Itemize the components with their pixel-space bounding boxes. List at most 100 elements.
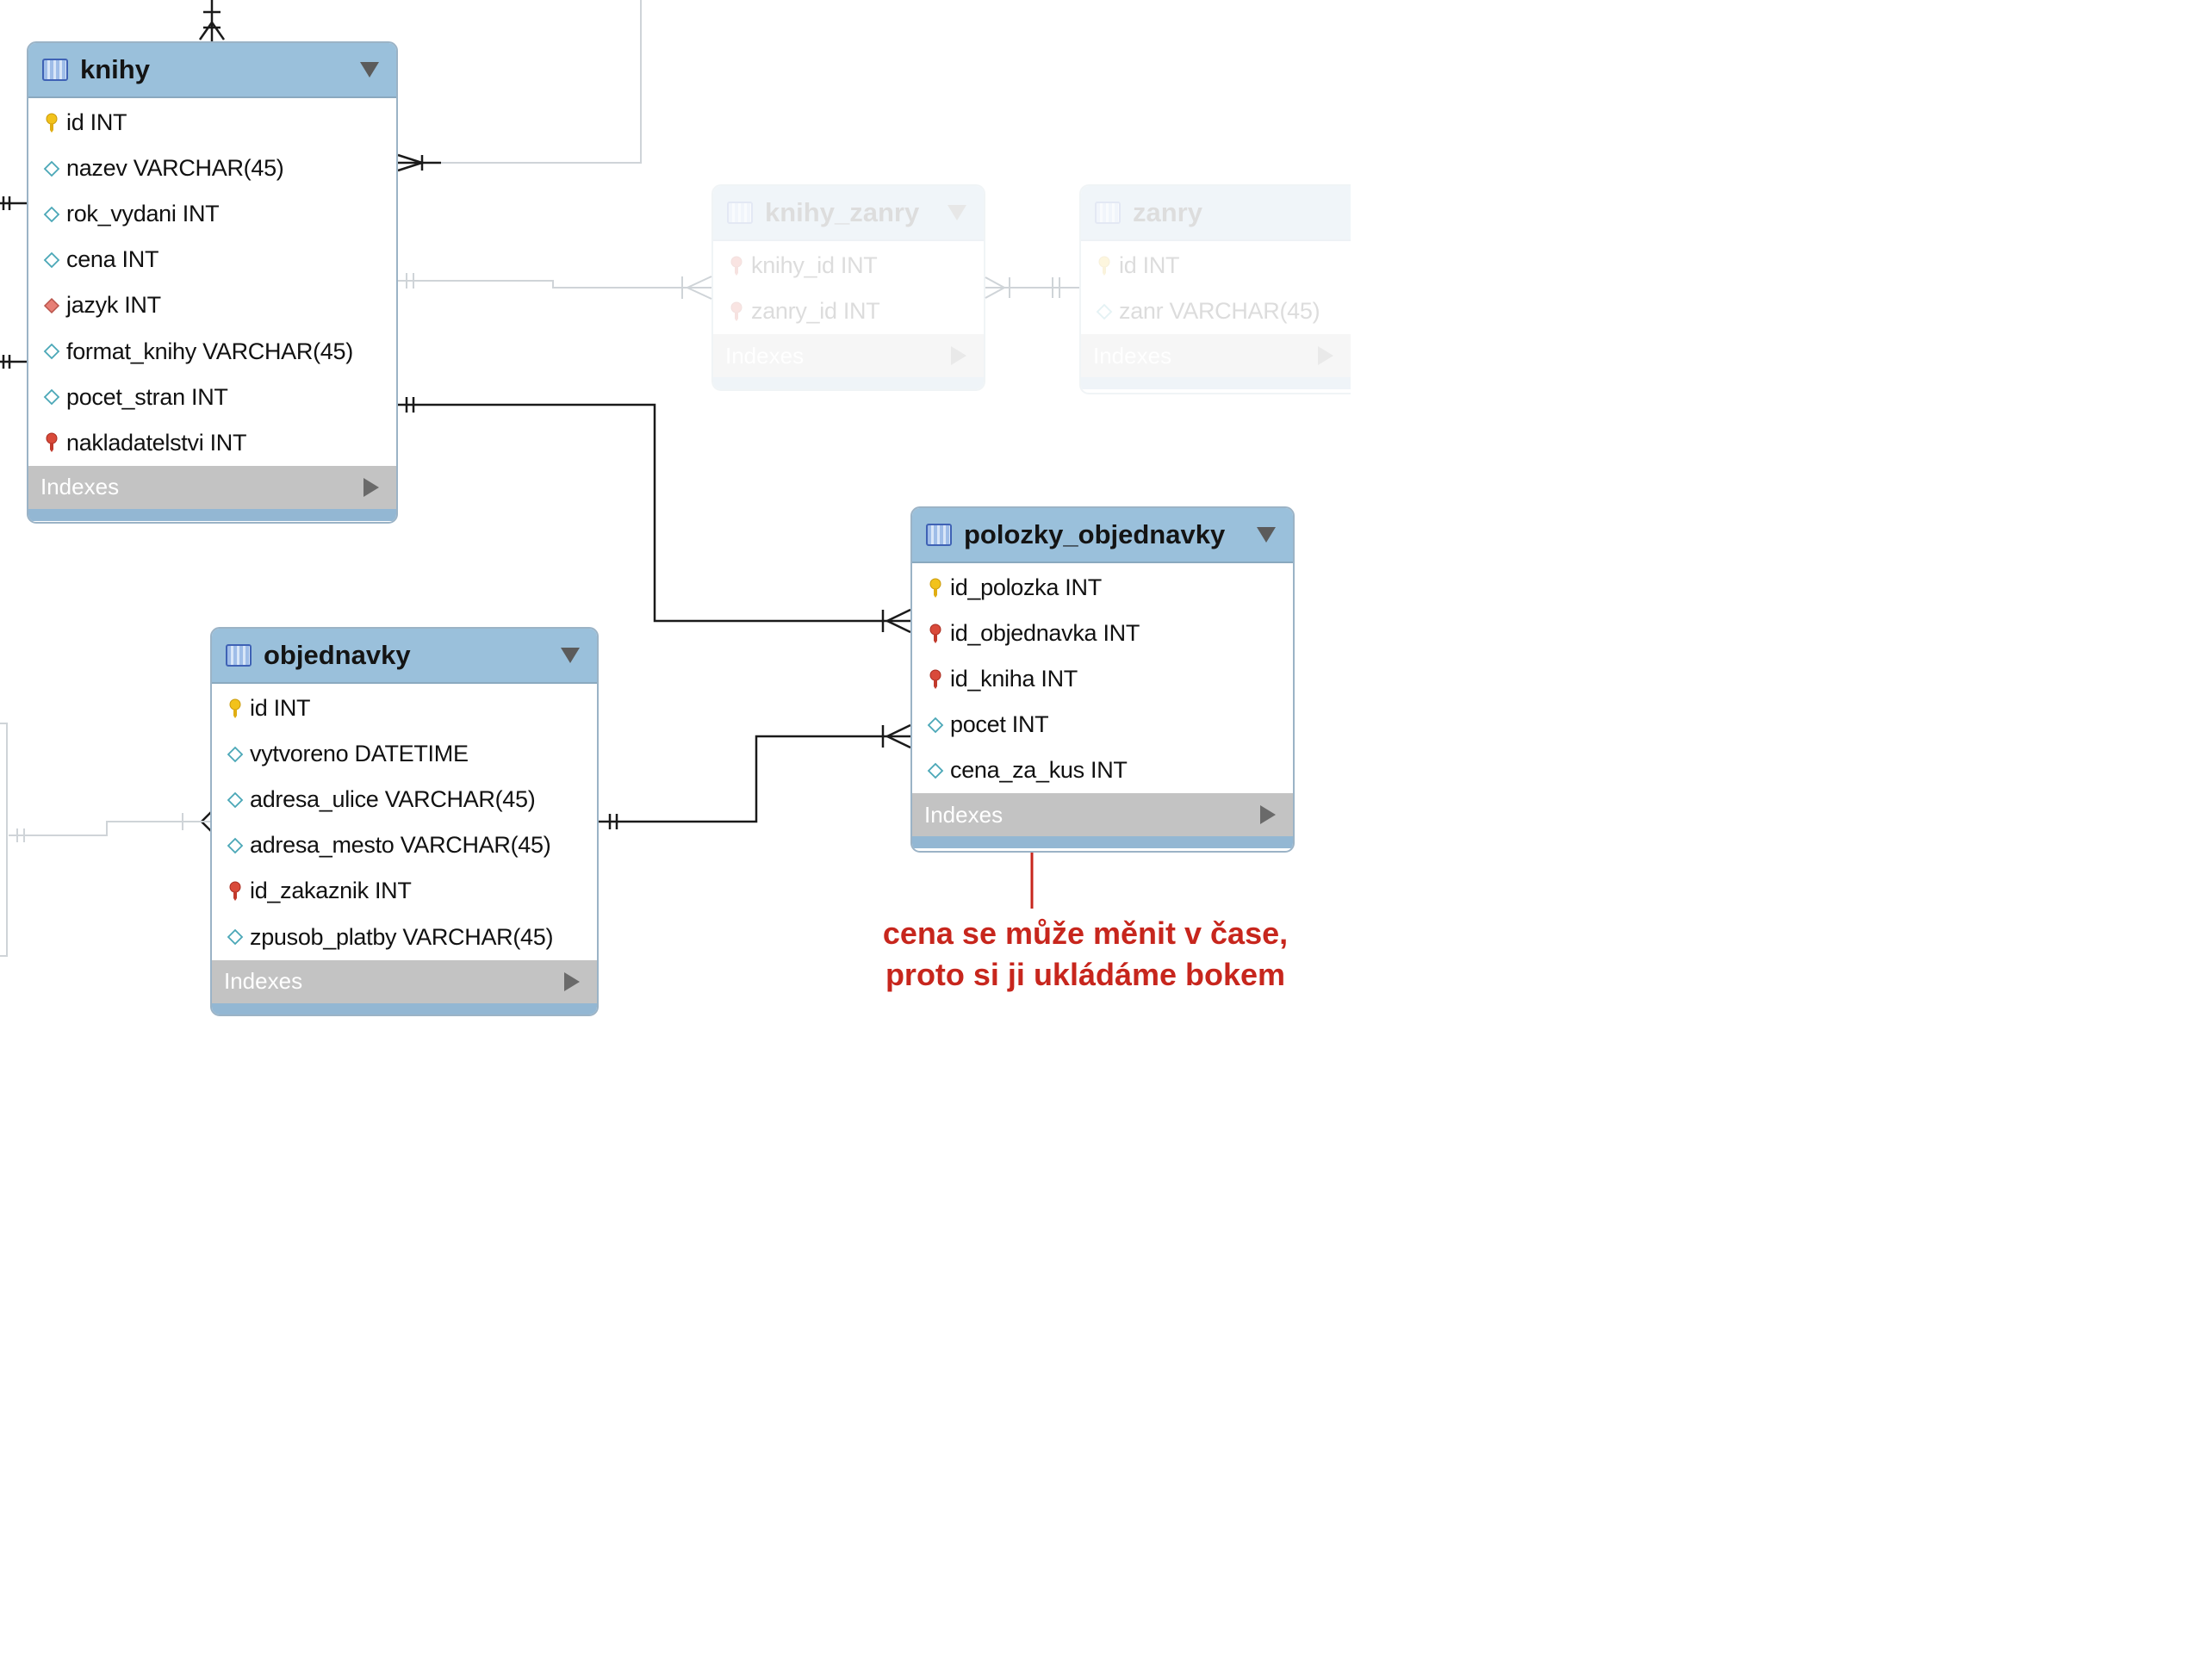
collapse-arrow-icon[interactable] — [948, 205, 966, 220]
column-row[interactable]: rok_vydani INT — [28, 191, 396, 237]
table-header[interactable]: zanry — [1081, 186, 1351, 241]
table-header[interactable]: polozky_objednavky — [912, 508, 1293, 563]
column-label: zanr VARCHAR(45) — [1119, 298, 1320, 325]
column-row[interactable]: zanry_id INT — [713, 289, 984, 334]
foreign-column-diamond-icon — [40, 295, 63, 317]
column-label: adresa_ulice VARCHAR(45) — [250, 786, 536, 813]
column-diamond-icon — [224, 743, 246, 766]
column-label: adresa_mesto VARCHAR(45) — [250, 832, 551, 859]
column-label: id INT — [1119, 252, 1180, 279]
column-row[interactable]: id INT — [212, 686, 597, 731]
column-label: zpusob_platby VARCHAR(45) — [250, 923, 554, 950]
table-footer — [28, 508, 396, 521]
column-diamond-icon — [40, 249, 63, 271]
column-row[interactable]: nakladatelstvi INT — [28, 420, 396, 466]
indexes-section[interactable]: Indexes — [212, 959, 597, 1003]
column-diamond-icon — [40, 158, 63, 180]
column-row[interactable]: adresa_mesto VARCHAR(45) — [212, 822, 597, 868]
column-list: id INT zanr VARCHAR(45) — [1081, 241, 1351, 334]
cardinality-one-objednavky — [608, 814, 618, 829]
expand-arrow-icon[interactable] — [1318, 346, 1333, 366]
table-header[interactable]: knihy_zanry — [713, 186, 984, 241]
table-icon — [226, 644, 252, 667]
table-zanry[interactable]: zanry id INT zanr VARCHAR(45) Indexes — [1079, 184, 1351, 394]
column-diamond-icon — [40, 203, 63, 226]
table-header[interactable]: knihy — [28, 43, 396, 98]
primary-key-icon — [40, 112, 63, 134]
table-footer — [1081, 377, 1351, 390]
collapse-arrow-icon[interactable] — [360, 62, 379, 78]
column-diamond-icon — [40, 386, 63, 408]
column-row[interactable]: cena INT — [28, 237, 396, 282]
indexes-section[interactable]: Indexes — [912, 793, 1293, 837]
indexes-section[interactable]: Indexes — [713, 334, 984, 378]
expand-arrow-icon[interactable] — [951, 346, 966, 366]
column-label: jazyk INT — [66, 292, 161, 319]
column-row[interactable]: id_zakaznik INT — [212, 868, 597, 914]
cardinality-many-knihy-zanry — [681, 276, 712, 300]
column-row[interactable]: id INT — [28, 100, 396, 146]
indexes-label: Indexes — [725, 342, 805, 369]
indexes-label: Indexes — [1093, 342, 1172, 369]
column-row[interactable]: pocet INT — [912, 702, 1293, 748]
column-diamond-icon — [224, 835, 246, 857]
indexes-label: Indexes — [924, 801, 1003, 828]
collapse-arrow-icon[interactable] — [1257, 527, 1276, 543]
indexes-label: Indexes — [40, 474, 120, 500]
column-row[interactable]: cena_za_kus INT — [912, 748, 1293, 793]
table-name: zanry — [1133, 197, 1202, 227]
relationship-line-knihy-zanry — [398, 280, 711, 289]
column-row[interactable]: id INT — [1081, 243, 1351, 289]
table-header[interactable]: objednavky — [212, 629, 597, 684]
table-footer — [912, 836, 1293, 849]
column-row[interactable]: jazyk INT — [28, 282, 396, 328]
column-row[interactable]: zanr VARCHAR(45) — [1081, 289, 1351, 334]
table-name: objednavky — [264, 640, 411, 670]
column-label: rok_vydani INT — [66, 201, 220, 227]
column-row[interactable]: nazev VARCHAR(45) — [28, 146, 396, 191]
column-diamond-icon — [1093, 301, 1115, 323]
cardinality-many-polozky-1 — [881, 608, 911, 634]
indexes-section[interactable]: Indexes — [28, 465, 396, 509]
column-row[interactable]: knihy_id INT — [713, 243, 984, 289]
column-label: cena_za_kus INT — [950, 757, 1128, 784]
expand-arrow-icon[interactable] — [564, 971, 580, 991]
primary-key-icon — [1093, 255, 1115, 277]
column-row[interactable]: format_knihy VARCHAR(45) — [28, 328, 396, 374]
column-label: id_polozka INT — [950, 574, 1102, 601]
relationship-line-left-1 — [0, 196, 28, 210]
column-row[interactable]: adresa_ulice VARCHAR(45) — [212, 777, 597, 822]
table-polozky-objednavky[interactable]: polozky_objednavky id_polozka INT id_obje… — [910, 506, 1295, 853]
table-icon — [727, 202, 753, 224]
column-row[interactable]: id_kniha INT — [912, 656, 1293, 702]
column-row[interactable]: pocet_stran INT — [28, 375, 396, 420]
table-icon — [1095, 202, 1121, 224]
expand-arrow-icon[interactable] — [363, 477, 379, 497]
foreign-key-icon — [224, 880, 246, 903]
column-row[interactable]: id_objednavka INT — [912, 611, 1293, 656]
column-row[interactable]: zpusob_platby VARCHAR(45) — [212, 914, 597, 959]
table-footer — [713, 377, 984, 389]
faded-box-bottom-left — [0, 723, 8, 957]
indexes-section[interactable]: Indexes — [1081, 334, 1351, 378]
collapse-arrow-icon[interactable] — [561, 648, 580, 663]
indexes-label: Indexes — [224, 968, 303, 995]
column-label: pocet INT — [950, 711, 1049, 738]
relationship-line-knihy-polozky — [398, 403, 910, 623]
expand-arrow-icon[interactable] — [1260, 805, 1276, 825]
column-label: format_knihy VARCHAR(45) — [66, 338, 353, 364]
table-name: knihy_zanry — [765, 197, 920, 227]
annotation-note: cena se může měnit v čase, proto si ji u… — [810, 913, 1361, 996]
column-row[interactable]: id_polozka INT — [912, 565, 1293, 611]
foreign-key-icon — [725, 301, 748, 323]
column-diamond-icon — [224, 926, 246, 948]
column-diamond-icon — [224, 789, 246, 811]
primary-key-icon — [924, 577, 947, 599]
column-label: id_kniha INT — [950, 666, 1078, 692]
cardinality-one-knihy-faded — [406, 273, 414, 289]
column-row[interactable]: vytvoreno DATETIME — [212, 731, 597, 777]
